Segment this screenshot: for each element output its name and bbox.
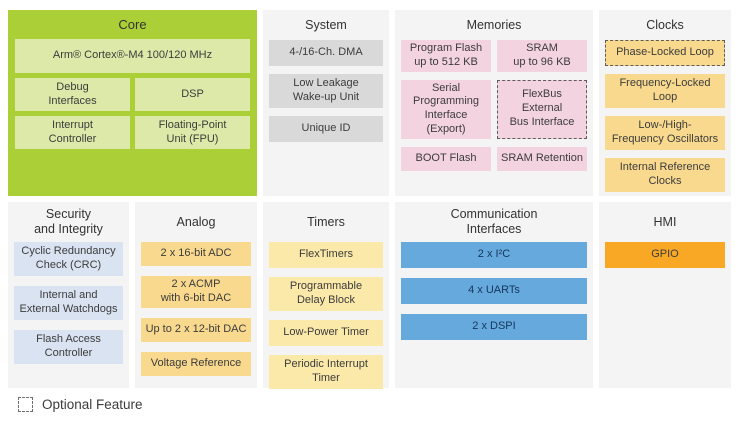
block-i2c: 2 x I²C — [401, 242, 587, 268]
block-oscillators: Low-/High- Frequency Oscillators — [605, 116, 725, 150]
block-watchdogs: Internal and External Watchdogs — [14, 286, 123, 320]
section-title-security: Security and Integrity — [34, 207, 103, 236]
block-low-power-timer: Low-Power Timer — [269, 320, 383, 346]
block-gpio: GPIO — [605, 242, 725, 268]
block-arm-cortex-m4: Arm® Cortex®-M4 100/120 MHz — [15, 39, 250, 73]
block-flexbus-external-bus-interface: FlexBus External Bus Interface — [497, 79, 587, 139]
memories-block-grid: Program Flash up to 512 KB SRAM up to 96… — [401, 40, 587, 171]
block-debug-interfaces: Debug Interfaces — [15, 78, 130, 111]
block-dma: 4-/16-Ch. DMA — [269, 40, 383, 66]
section-timers: Timers FlexTimers Programmable Delay Blo… — [263, 202, 389, 389]
section-system: System 4-/16-Ch. DMA Low Leakage Wake-up… — [263, 10, 389, 196]
section-communication-interfaces: Communication Interfaces 2 x I²C 4 x UAR… — [395, 202, 593, 388]
block-serial-programming-interface: Serial Programming Interface (Export) — [401, 79, 491, 139]
section-title-communication: Communication Interfaces — [450, 207, 538, 236]
block-program-flash: Program Flash up to 512 KB — [401, 40, 491, 72]
section-title-system: System — [305, 17, 347, 32]
block-dsp: DSP — [135, 78, 250, 111]
block-dspi: 2 x DSPI — [401, 314, 587, 340]
legend-label: Optional Feature — [42, 397, 143, 412]
top-row: Core Arm® Cortex®-M4 100/120 MHz Debug I… — [8, 10, 733, 196]
block-sram-retention: SRAM Retention — [497, 146, 587, 171]
block-boot-flash: BOOT Flash — [401, 146, 491, 171]
section-title-hmi: HMI — [653, 214, 677, 229]
block-phase-locked-loop: Phase-Locked Loop — [605, 40, 725, 66]
block-periodic-interrupt-timer: Periodic Interrupt Timer — [269, 355, 383, 389]
block-llwu: Low Leakage Wake-up Unit — [269, 74, 383, 108]
block-crc: Cyclic Redundancy Check (CRC) — [14, 242, 123, 276]
block-voltage-reference: Voltage Reference — [141, 351, 251, 376]
section-clocks: Clocks Phase-Locked Loop Frequency-Locke… — [599, 10, 731, 196]
section-core: Core Arm® Cortex®-M4 100/120 MHz Debug I… — [8, 10, 257, 196]
section-hmi: HMI GPIO — [599, 202, 731, 388]
section-title-clocks: Clocks — [646, 17, 684, 32]
dashed-box-icon — [18, 397, 33, 412]
block-flash-access-controller: Flash Access Controller — [14, 330, 123, 364]
section-security-and-integrity: Security and Integrity Cyclic Redundancy… — [8, 202, 129, 388]
block-sram: SRAM up to 96 KB — [497, 40, 587, 72]
block-interrupt-controller: Interrupt Controller — [15, 116, 130, 149]
legend-optional-feature: Optional Feature — [8, 388, 733, 412]
block-flextimers: FlexTimers — [269, 242, 383, 268]
core-block-grid: Debug Interfaces DSP Interrupt Controlle… — [15, 78, 250, 149]
section-analog: Analog 2 x 16-bit ADC 2 x ACMP with 6-bi… — [135, 202, 257, 388]
block-acmp: 2 x ACMP with 6-bit DAC — [141, 276, 251, 308]
bottom-row: Security and Integrity Cyclic Redundancy… — [8, 202, 733, 389]
block-fpu: Floating-Point Unit (FPU) — [135, 116, 250, 149]
block-unique-id: Unique ID — [269, 116, 383, 142]
section-title-analog: Analog — [176, 214, 216, 229]
block-internal-reference-clocks: Internal Reference Clocks — [605, 158, 725, 192]
block-adc: 2 x 16-bit ADC — [141, 242, 251, 266]
block-diagram: Core Arm® Cortex®-M4 100/120 MHz Debug I… — [8, 10, 733, 412]
block-dac: Up to 2 x 12-bit DAC — [141, 317, 251, 342]
section-title-core: Core — [118, 16, 147, 32]
block-uarts: 4 x UARTs — [401, 278, 587, 304]
section-title-timers: Timers — [307, 214, 345, 229]
block-frequency-locked-loop: Frequency-Locked Loop — [605, 74, 725, 108]
block-programmable-delay-block: Programmable Delay Block — [269, 277, 383, 311]
section-memories: Memories Program Flash up to 512 KB SRAM… — [395, 10, 593, 196]
section-title-memories: Memories — [466, 17, 522, 32]
